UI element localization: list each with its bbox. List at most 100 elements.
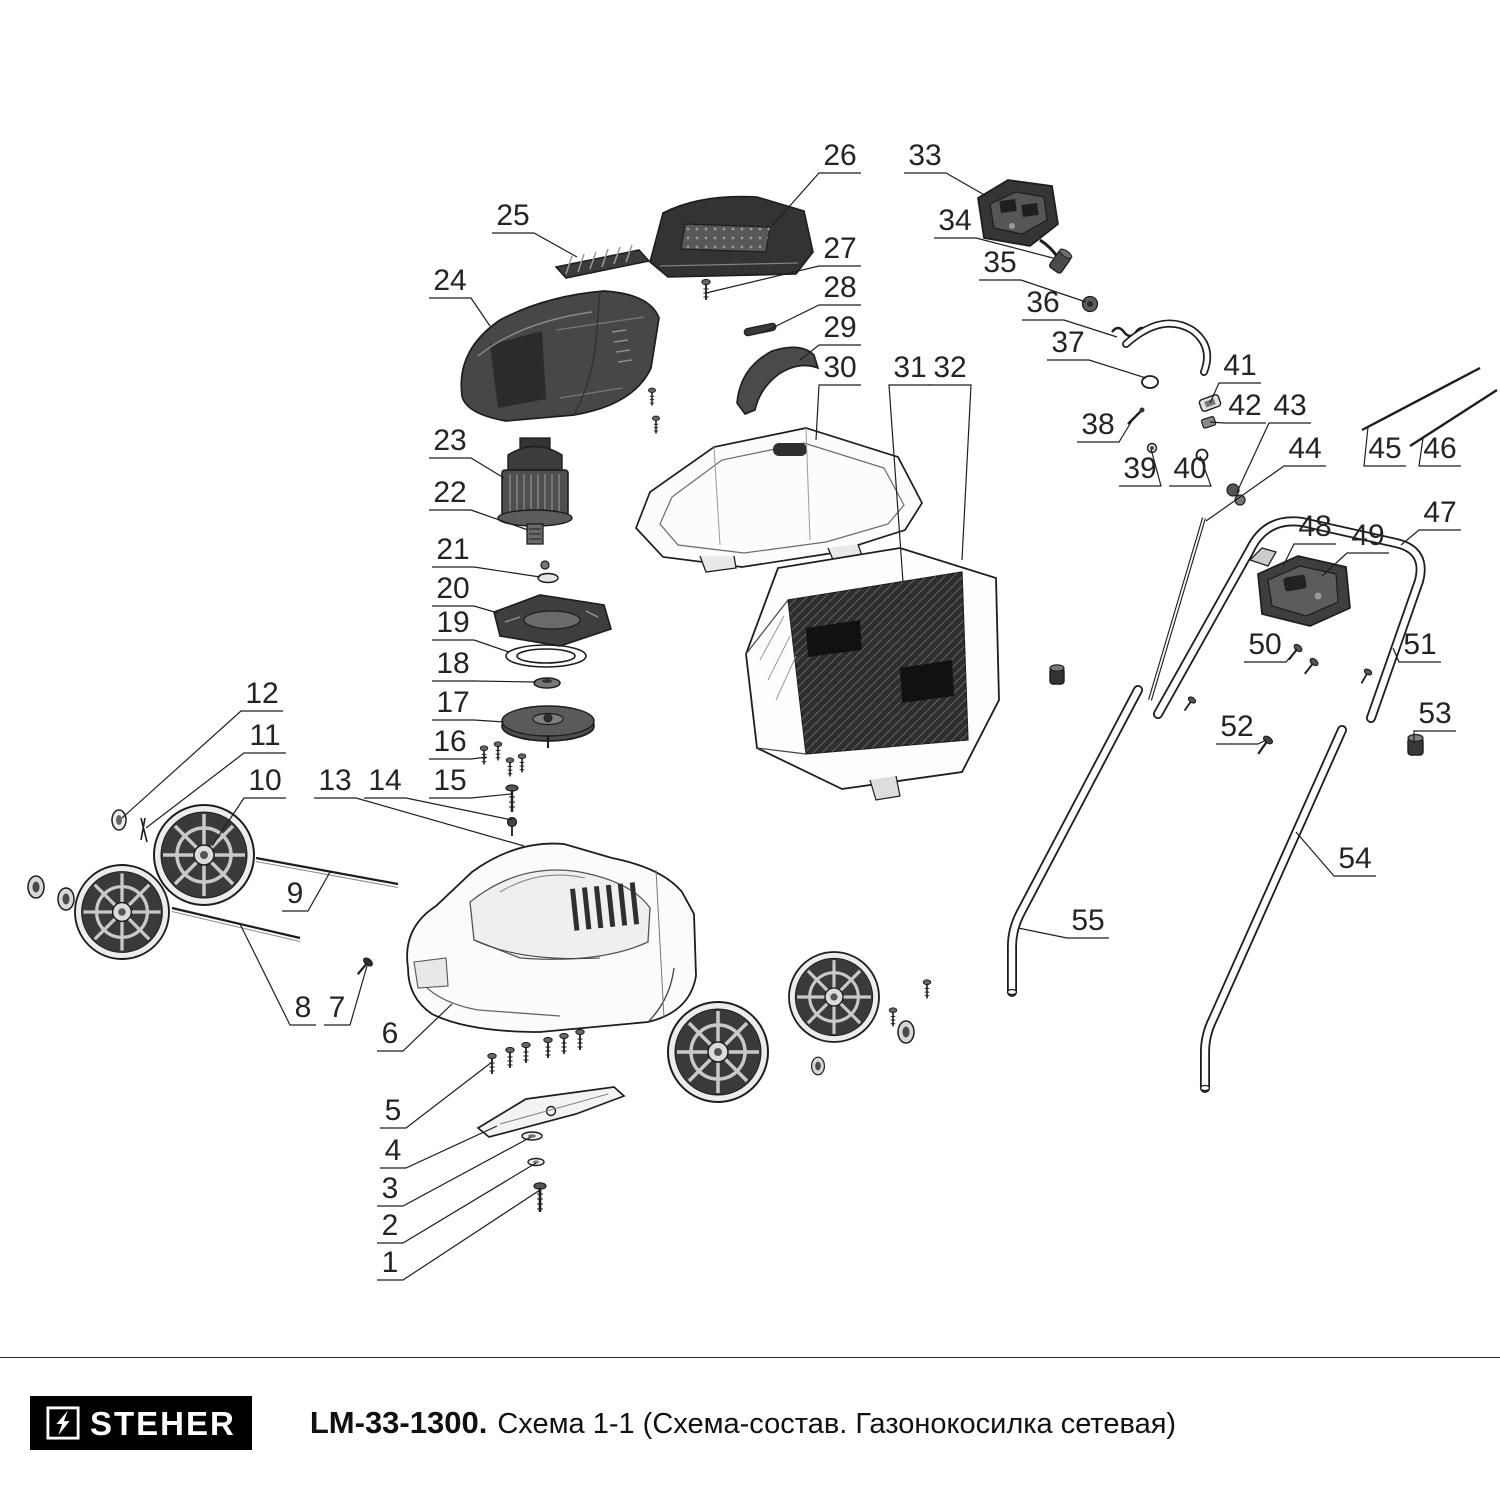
carry-handle-part	[736, 346, 820, 415]
bolt-part-14	[506, 816, 518, 836]
part-number: 13	[318, 764, 351, 797]
hubcap-d	[810, 1056, 826, 1076]
handle-switch-housing-part	[1248, 547, 1351, 627]
part-label-20: 20	[432, 572, 499, 614]
leader-line	[1244, 648, 1298, 663]
leader-line	[1236, 422, 1311, 493]
part-label-13: 13	[314, 764, 525, 847]
leader-line	[429, 509, 529, 531]
leader-line	[282, 871, 331, 912]
part-label-12: 12	[121, 677, 283, 819]
part-label-30: 30	[815, 351, 861, 441]
leader-line	[377, 1162, 537, 1244]
part-label-49: 49	[1321, 519, 1389, 577]
part-number: 35	[983, 246, 1016, 279]
part-label-44: 44	[1205, 432, 1326, 522]
part-label-15: 15	[429, 764, 512, 799]
washer-part-21	[537, 560, 559, 584]
part-label-3: 3	[377, 1136, 532, 1207]
screw-part-7	[356, 957, 373, 975]
part-label-16: 16	[429, 725, 488, 760]
hubcap-a	[27, 875, 45, 899]
part-number: 39	[1123, 452, 1156, 485]
wheel-screw-a	[888, 1007, 898, 1028]
leader-line	[324, 965, 368, 1026]
part-number: 51	[1403, 628, 1436, 661]
part-label-25: 25	[492, 199, 578, 258]
top-cover-part	[649, 195, 814, 278]
leader-line	[432, 719, 505, 723]
part-label-53: 53	[1413, 697, 1456, 744]
part-label-39: 39	[1119, 448, 1162, 487]
part-label-41: 41	[1209, 349, 1261, 404]
part-number: 31	[893, 351, 926, 384]
leader-line	[815, 384, 861, 441]
screw-16b	[493, 741, 503, 762]
diagram-caption: LM-33-1300.Схема 1-1 (Схема-состав. Газо…	[310, 1405, 1176, 1441]
washer-part-12	[111, 809, 127, 831]
wheel-front-right	[666, 1000, 770, 1104]
part-number: 2	[382, 1209, 399, 1242]
part-number: 38	[1081, 408, 1114, 441]
leader-line	[1077, 418, 1134, 443]
part-label-48: 48	[1282, 510, 1336, 567]
leader-line	[429, 756, 488, 760]
knob-part-mid	[1049, 664, 1065, 685]
part-label-38: 38	[1077, 408, 1134, 443]
chassis-deck-part	[406, 842, 697, 1033]
fan-housing-part	[493, 594, 612, 647]
leader-line	[380, 1061, 493, 1129]
part-label-6: 6	[377, 1003, 453, 1052]
part-label-18: 18	[432, 647, 537, 683]
screw-small-b	[651, 415, 661, 435]
leader-line	[888, 384, 931, 583]
leader-line	[934, 237, 1054, 259]
part-number: 50	[1248, 628, 1281, 661]
part-label-1: 1	[377, 1189, 541, 1281]
wheel-rear-right	[787, 950, 881, 1044]
part-label-5: 5	[380, 1061, 493, 1129]
part-number: 4	[385, 1134, 402, 1167]
leader-line	[705, 265, 861, 294]
part-label-22: 22	[429, 476, 529, 531]
wheel-rear-left	[152, 803, 256, 907]
screw-small-a	[647, 387, 657, 407]
part-label-52: 52	[1216, 710, 1267, 745]
leader-line	[364, 797, 513, 821]
leader-line	[799, 344, 861, 361]
part-number: 29	[823, 311, 856, 344]
part-label-7: 7	[324, 965, 368, 1026]
leader-line	[429, 457, 505, 479]
handle-tube-parts	[1006, 366, 1498, 1093]
part-number: 45	[1368, 432, 1401, 465]
part-label-34: 34	[934, 204, 1054, 259]
part-label-21: 21	[432, 533, 541, 578]
part-number: 19	[436, 606, 469, 639]
leader-line	[1022, 319, 1118, 338]
power-cord-parts	[1039, 238, 1211, 389]
part-number: 15	[433, 764, 466, 797]
model-number: LM-33-1300.	[309, 1405, 488, 1440]
rod-part-45	[1361, 366, 1481, 432]
part-label-42: 42	[1209, 389, 1266, 424]
screw-16a	[479, 745, 489, 766]
leader-line	[1418, 437, 1461, 467]
leader-line	[1363, 426, 1406, 467]
part-number: 49	[1351, 519, 1384, 552]
part-number: 54	[1338, 842, 1371, 875]
steher-logo-icon	[46, 1406, 80, 1440]
part-number: 21	[436, 533, 469, 566]
part-label-36: 36	[1022, 286, 1118, 338]
screw-16d	[517, 753, 527, 774]
part-number: 8	[295, 991, 312, 1024]
bolt-part-15	[505, 784, 519, 812]
part-label-33: 33	[904, 139, 989, 198]
part-label-17: 17	[432, 686, 505, 723]
leader-line	[1047, 359, 1147, 379]
part-number: 27	[823, 232, 856, 265]
leader-line	[1321, 552, 1389, 577]
part-number: 52	[1220, 710, 1253, 743]
blade-part	[476, 1086, 626, 1138]
part-label-50: 50	[1244, 628, 1298, 663]
part-number: 37	[1051, 326, 1084, 359]
